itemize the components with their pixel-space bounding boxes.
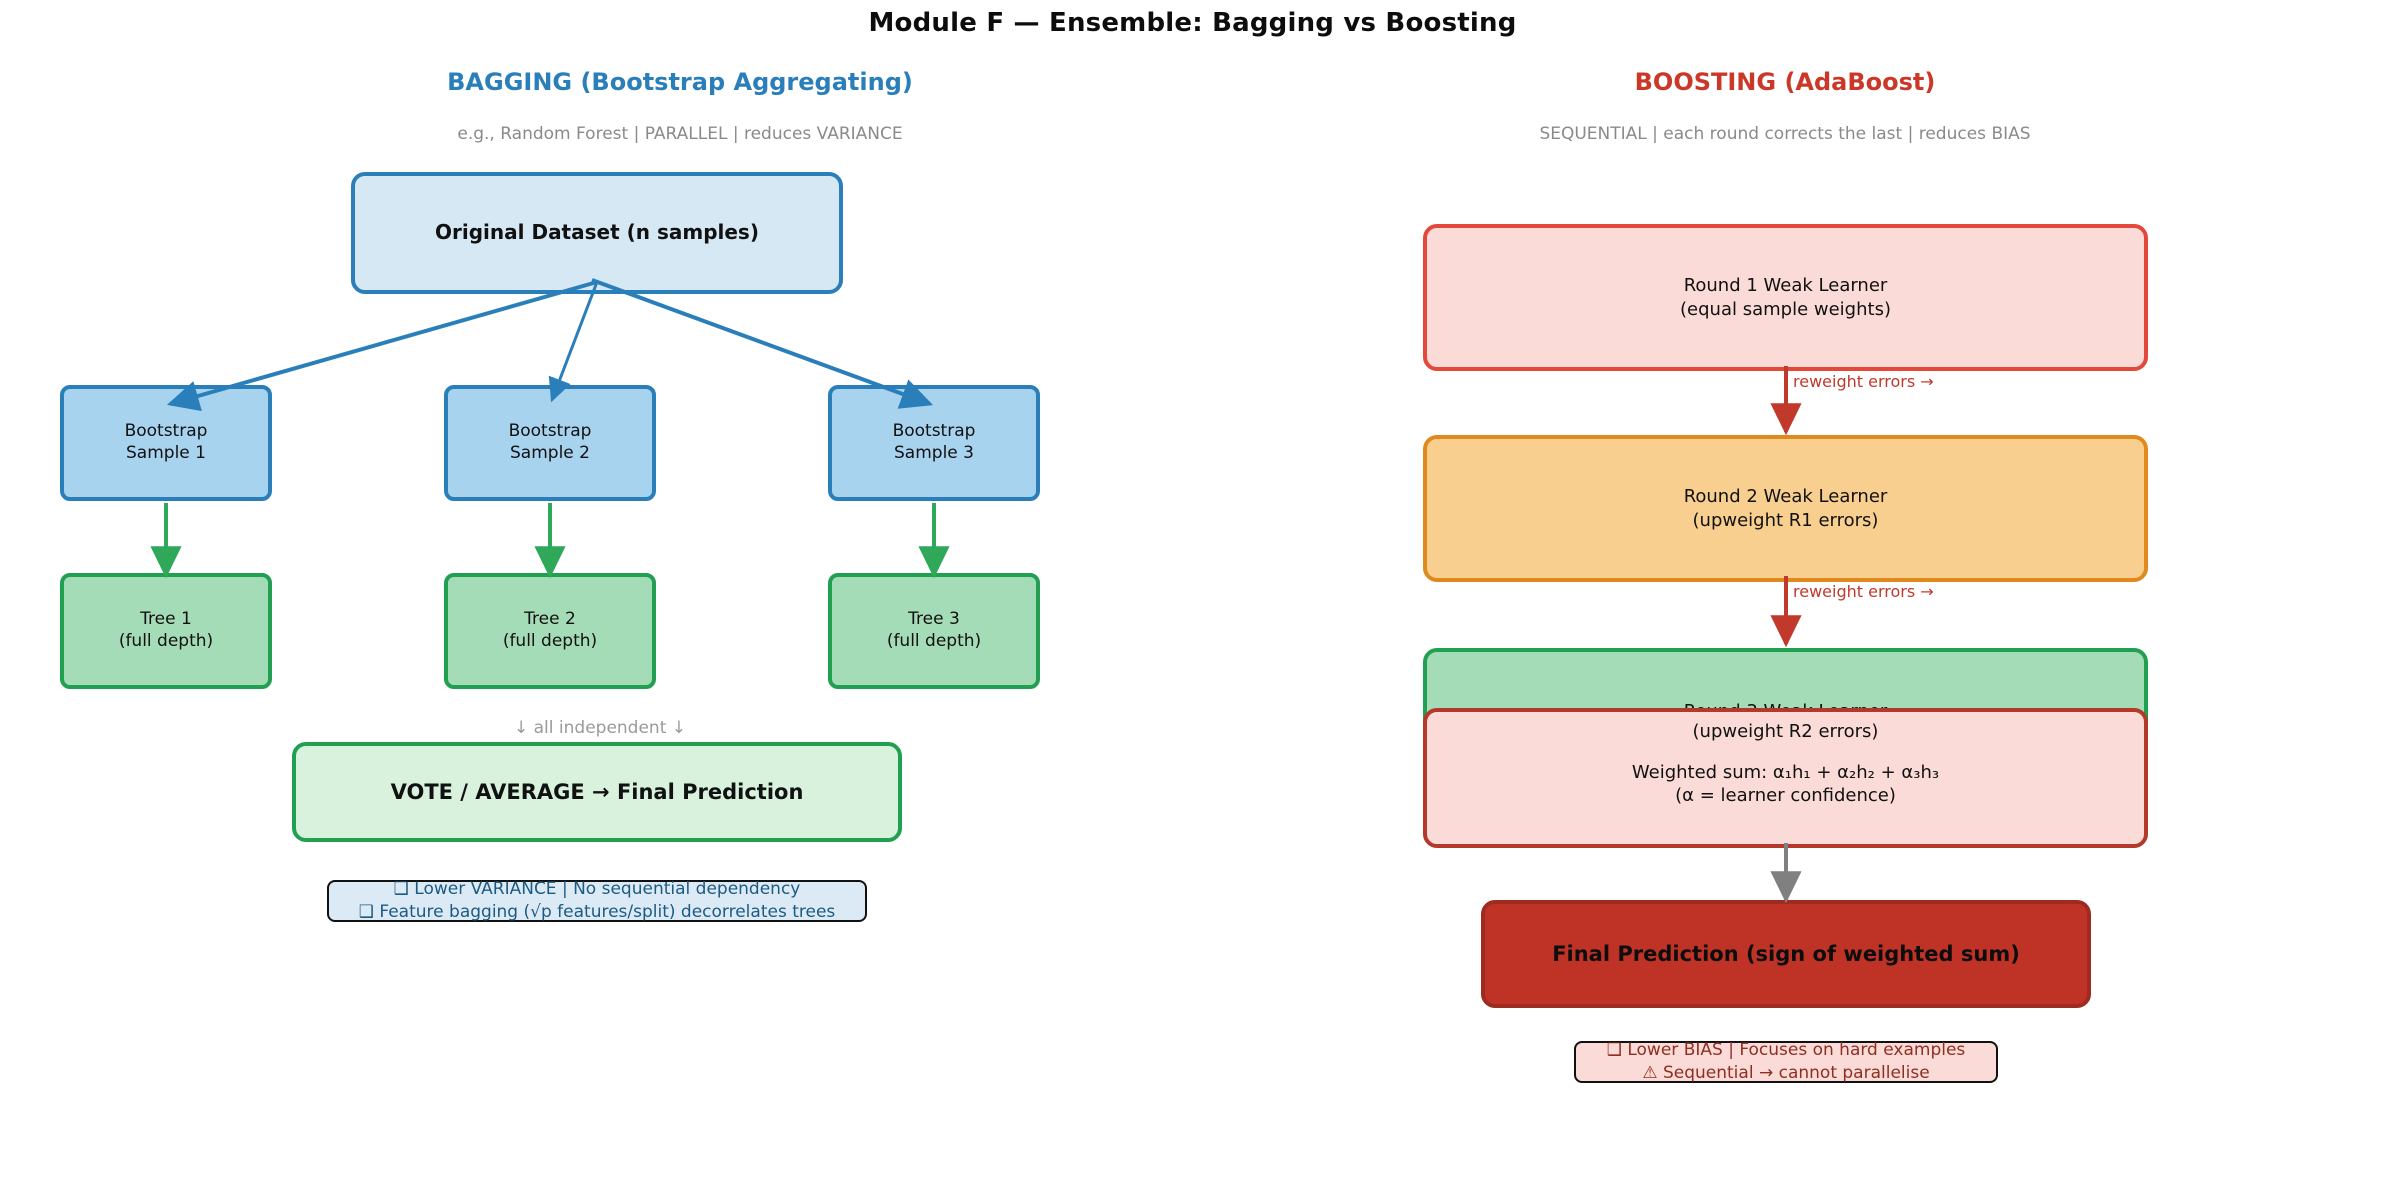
tree-3-box[interactable]: Tree 3 (full depth): [828, 573, 1040, 689]
page-title: Module F — Ensemble: Bagging vs Boosting: [868, 8, 1517, 38]
round-2-line2: (upweight R1 errors): [1692, 509, 1879, 531]
round-3-line2: (upweight R2 errors): [1692, 721, 1879, 742]
vote-average-label: VOTE / AVERAGE → Final Prediction: [390, 779, 804, 804]
tree-1-box[interactable]: Tree 1 (full depth): [60, 573, 272, 689]
tree-3-line1: Tree 3: [908, 609, 960, 630]
bootstrap-sample-3-box[interactable]: Bootstrap Sample 3: [828, 385, 1040, 501]
tree-2-box[interactable]: Tree 2 (full depth): [444, 573, 656, 689]
tree-2-line1: Tree 2: [524, 609, 576, 630]
all-independent-label: ↓ all independent ↓: [513, 718, 687, 738]
boosting-column-subtitle: SEQUENTIAL | each round corrects the las…: [1539, 124, 2031, 144]
bagging-column-subtitle: e.g., Random Forest | PARALLEL | reduces…: [457, 124, 903, 144]
original-dataset-box[interactable]: Original Dataset (n samples): [351, 172, 843, 294]
spacer: [1437, 743, 2134, 761]
bootstrap-sample-1-box[interactable]: Bootstrap Sample 1: [60, 385, 272, 501]
weighted-sum-line2: (α = learner confidence): [1675, 785, 1896, 807]
reweight-errors-label-2: reweight errors →: [1793, 582, 1934, 601]
reweight-errors-label-1: reweight errors →: [1793, 372, 1934, 391]
tree-2-line2: (full depth): [502, 631, 598, 651]
tree-1-line2: (full depth): [118, 631, 214, 651]
weighted-sum-line1: Weighted sum: α₁h₁ + α₂h₂ + α₃h₃: [1631, 762, 1940, 784]
bootstrap-sample-1-line2: Sample 1: [126, 443, 206, 463]
final-prediction-label: Final Prediction (sign of weighted sum): [1552, 941, 2020, 966]
bootstrap-sample-2-line1: Bootstrap: [508, 421, 592, 442]
bootstrap-sample-3-line2: Sample 3: [894, 443, 974, 463]
round-1-box[interactable]: Round 1 Weak Learner (equal sample weigh…: [1423, 224, 2148, 371]
bootstrap-sample-3-line1: Bootstrap: [892, 421, 976, 442]
final-prediction-box[interactable]: Final Prediction (sign of weighted sum): [1481, 900, 2091, 1008]
bagging-note-box: ❑ Lower VARIANCE | No sequential depende…: [327, 879, 867, 922]
tree-3-line2: (full depth): [886, 631, 982, 651]
bootstrap-sample-1-line1: Bootstrap: [124, 421, 208, 442]
bagging-note-line2: ❑ Feature bagging (√p features/split) de…: [358, 902, 836, 922]
boosting-note-line2: ⚠ Sequential → cannot parallelise: [1642, 1063, 1930, 1083]
boosting-note-box: ❑ Lower BIAS | Focuses on hard examples …: [1574, 1040, 1998, 1083]
round-2-box[interactable]: Round 2 Weak Learner (upweight R1 errors…: [1423, 435, 2148, 582]
round-2-line1: Round 2 Weak Learner: [1683, 486, 1888, 508]
arrow-dataset-to-sample-2: [548, 281, 599, 403]
boosting-column-title: BOOSTING (AdaBoost): [1634, 68, 1936, 96]
weighted-sum-box[interactable]: (upweight R2 errors) Weighted sum: α₁h₁ …: [1423, 708, 2148, 848]
bootstrap-sample-2-line2: Sample 2: [510, 443, 590, 463]
vote-average-box[interactable]: VOTE / AVERAGE → Final Prediction: [292, 742, 902, 842]
bagging-column-title: BAGGING (Bootstrap Aggregating): [447, 68, 913, 96]
round-1-line1: Round 1 Weak Learner: [1683, 275, 1888, 297]
round-1-line2: (equal sample weights): [1680, 298, 1891, 320]
bagging-note-line1: ❑ Lower VARIANCE | No sequential depende…: [393, 879, 801, 900]
original-dataset-label: Original Dataset (n samples): [435, 220, 759, 245]
bootstrap-sample-2-box[interactable]: Bootstrap Sample 2: [444, 385, 656, 501]
boosting-note-line1: ❑ Lower BIAS | Focuses on hard examples: [1606, 1040, 1966, 1061]
tree-1-line1: Tree 1: [140, 609, 192, 630]
